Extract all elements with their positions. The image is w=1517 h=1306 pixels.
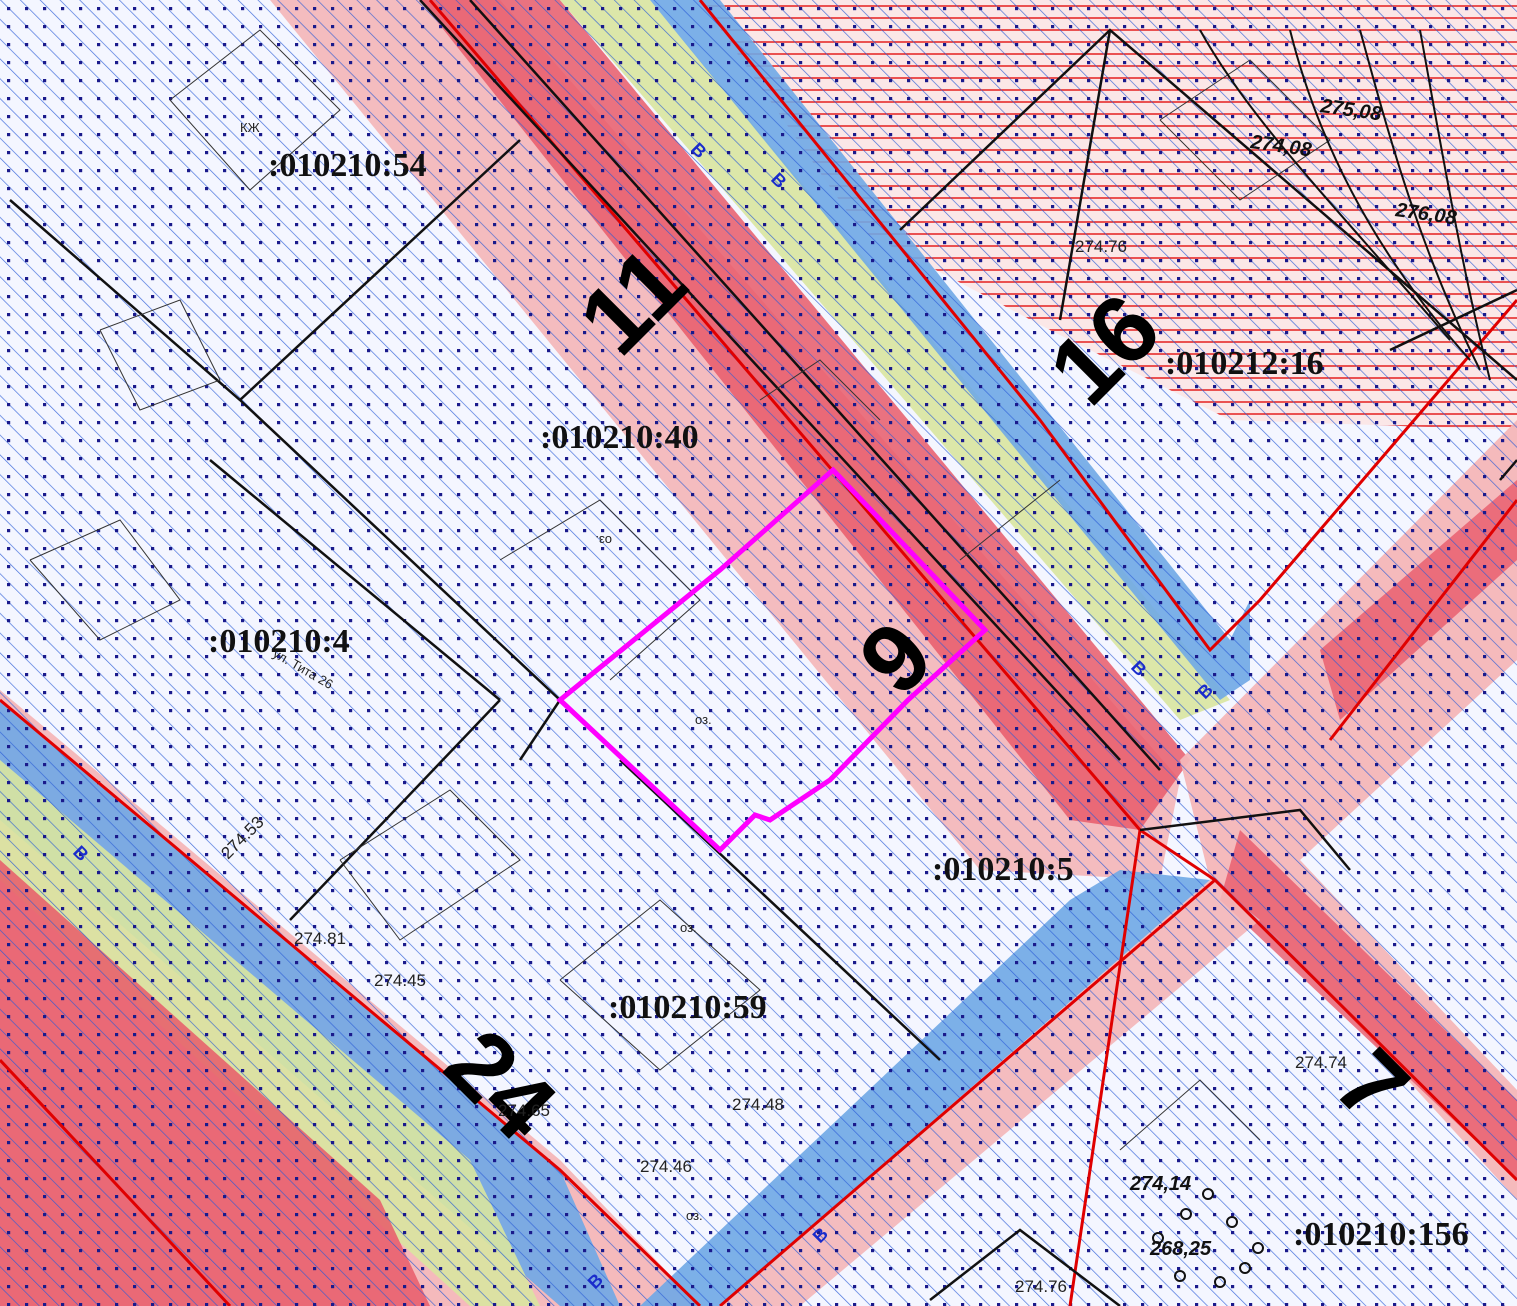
small-label: оз. — [695, 712, 712, 727]
highlighted-plot — [556, 466, 989, 854]
elevation-label: 274.76 — [1015, 1277, 1067, 1296]
contours — [1199, 29, 1491, 381]
black-parcel-lines — [9, 0, 1517, 1306]
small-label: оз. — [686, 1208, 703, 1223]
tree-symbols — [1152, 1188, 1264, 1288]
thin-details — [29, 29, 1331, 1151]
elevation-label: 274.65 — [498, 1101, 550, 1120]
parcel-label[interactable]: :010210:156 — [1293, 1216, 1469, 1253]
elevation-label: 274.76 — [1075, 237, 1127, 256]
parcel-label[interactable]: :010210:5 — [932, 851, 1074, 888]
elevation-label: 268,25 — [1149, 1238, 1212, 1260]
small-label: КЖ — [240, 120, 260, 135]
parcel-label[interactable]: :010212:16 — [1165, 345, 1324, 382]
parcel-label[interactable]: :010210:40 — [540, 419, 699, 456]
small-label: оз. — [680, 920, 697, 935]
elevation-label: 274,14 — [1129, 1173, 1191, 1195]
elevation-label: 274.81 — [294, 929, 346, 948]
small-label: оз. — [595, 533, 612, 548]
parcel-label[interactable]: :010210:59 — [608, 989, 767, 1026]
parcel-label[interactable]: :010210:4 — [208, 623, 350, 660]
parcel-label[interactable]: :010210:54 — [268, 147, 427, 184]
elevation-label: 274.45 — [374, 971, 426, 990]
elevation-label: 274.74 — [1295, 1053, 1347, 1072]
elevation-label: 274.46 — [640, 1157, 692, 1176]
elevation-label: 274.48 — [732, 1095, 784, 1114]
